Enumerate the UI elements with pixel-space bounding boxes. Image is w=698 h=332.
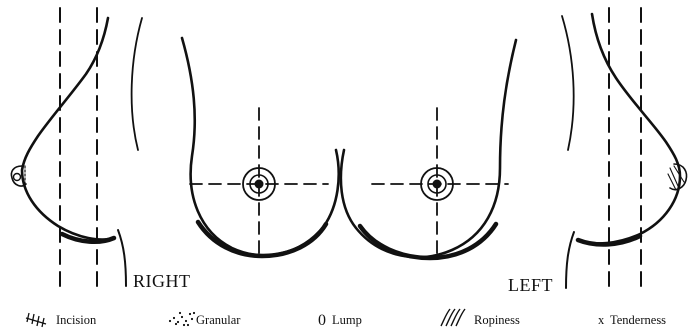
legend-item-granular: Granular <box>169 312 241 327</box>
left-side-label: LEFT <box>508 275 553 295</box>
legend-label-incision: Incision <box>56 313 97 327</box>
incision-icon <box>26 313 46 327</box>
left-breast-side-view <box>562 8 687 288</box>
left-side-nipple <box>668 164 687 190</box>
right-side-back-contour <box>132 18 142 150</box>
left-side-breast-outline <box>578 14 680 243</box>
legend-item-lump: 0 Lump <box>318 312 362 328</box>
frontal-view <box>182 38 516 258</box>
right-side-torso-contour <box>118 230 126 286</box>
left-breast-outline <box>341 40 516 257</box>
tenderness-symbol: x <box>598 313 605 327</box>
lump-symbol: 0 <box>318 312 326 328</box>
legend-item-incision: Incision <box>26 313 97 327</box>
left-side-back-contour <box>562 16 574 150</box>
legend-label-granular: Granular <box>196 313 241 327</box>
legend-label-tenderness: Tenderness <box>610 313 666 327</box>
right-side-nipple <box>11 166 26 188</box>
ropiness-icon <box>441 309 465 326</box>
legend-item-tenderness: x Tenderness <box>598 313 666 327</box>
right-breast-outline <box>182 38 339 255</box>
legend-label-ropiness: Ropiness <box>474 313 520 327</box>
legend: Incision Granular 0 Lump <box>26 309 666 328</box>
right-side-breast-outline <box>22 18 114 240</box>
left-side-torso-contour <box>566 232 574 288</box>
legend-label-lump: Lump <box>332 313 362 327</box>
legend-item-ropiness: Ropiness <box>441 309 520 327</box>
granular-icon <box>169 312 195 326</box>
right-side-label: RIGHT <box>133 271 191 291</box>
right-breast-side-view <box>11 8 142 286</box>
left-breast-lower-curve <box>360 224 496 258</box>
